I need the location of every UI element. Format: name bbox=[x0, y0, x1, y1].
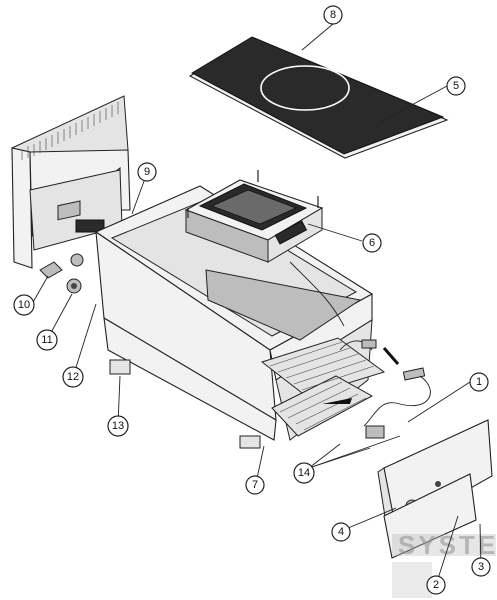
callout-label: 2 bbox=[433, 579, 439, 591]
small-parts bbox=[39, 253, 84, 294]
foot-cap-part bbox=[109, 359, 131, 375]
callout-13: 13 bbox=[107, 415, 129, 437]
filter-tray-part bbox=[260, 337, 386, 437]
callout-label: 6 bbox=[369, 237, 375, 249]
induction-module-part bbox=[184, 170, 345, 327]
callout-2: 2 bbox=[426, 575, 446, 595]
callout-label: 14 bbox=[298, 467, 310, 479]
callout-label: 4 bbox=[338, 526, 344, 538]
callout-14: 14 bbox=[293, 462, 315, 484]
callout-label: 3 bbox=[478, 561, 484, 573]
callout-label: 12 bbox=[67, 371, 79, 383]
callout-12: 12 bbox=[62, 366, 84, 388]
callout-label: 11 bbox=[41, 334, 52, 346]
foot-cap-lower-part bbox=[239, 435, 261, 449]
callout-7: 7 bbox=[245, 475, 265, 495]
callout-5: 5 bbox=[446, 76, 466, 96]
callout-10: 10 bbox=[13, 294, 35, 316]
induction-zone-marking bbox=[260, 65, 350, 111]
callout-label: 5 bbox=[453, 80, 459, 92]
callout-6: 6 bbox=[362, 233, 382, 253]
callout-label: 8 bbox=[330, 9, 336, 21]
callout-4: 4 bbox=[331, 522, 351, 542]
rear-panel-part bbox=[11, 95, 131, 269]
callout-11: 11 bbox=[36, 329, 58, 351]
cable-assembly-part bbox=[339, 339, 431, 439]
callout-label: 1 bbox=[476, 376, 482, 388]
callout-label: 13 bbox=[112, 420, 124, 432]
callout-label: 10 bbox=[18, 299, 30, 311]
callout-1: 1 bbox=[469, 372, 489, 392]
watermark-text: SYSTEM bbox=[398, 530, 497, 560]
callout-8: 8 bbox=[323, 5, 343, 25]
callout-9: 9 bbox=[137, 162, 157, 182]
callout-label: 9 bbox=[144, 166, 150, 178]
callout-label: 7 bbox=[252, 479, 258, 491]
callout-3: 3 bbox=[471, 557, 491, 577]
glass-top-part bbox=[188, 36, 449, 159]
